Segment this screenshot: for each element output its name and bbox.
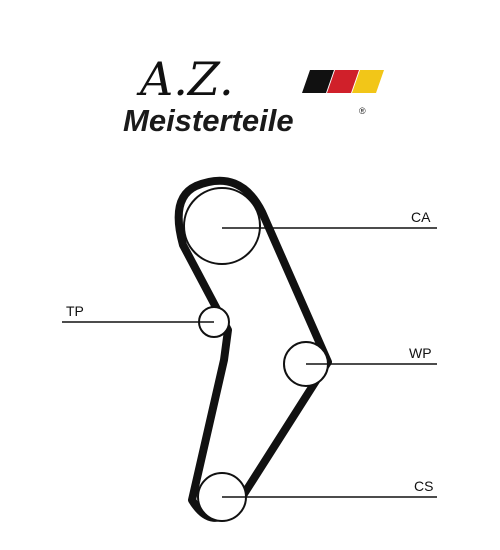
stripe-yellow xyxy=(352,70,384,93)
brand-script-initials: A.Z. xyxy=(136,52,234,106)
registered-mark: ® xyxy=(359,106,366,116)
pulley-label-ca: CA xyxy=(411,209,431,225)
brand-wordmark: Meisterteile xyxy=(123,103,294,138)
pulley-ca-circle xyxy=(183,187,261,265)
brand-logo: A.Z. Meisterteile ® xyxy=(123,52,384,138)
pulley-label-cs: CS xyxy=(414,478,433,494)
stripe-black xyxy=(302,70,334,93)
pulley-label-tp: TP xyxy=(66,303,84,319)
flag-stripes xyxy=(302,70,384,93)
pulley-label-wp: WP xyxy=(409,345,432,361)
stripe-red xyxy=(327,70,359,93)
